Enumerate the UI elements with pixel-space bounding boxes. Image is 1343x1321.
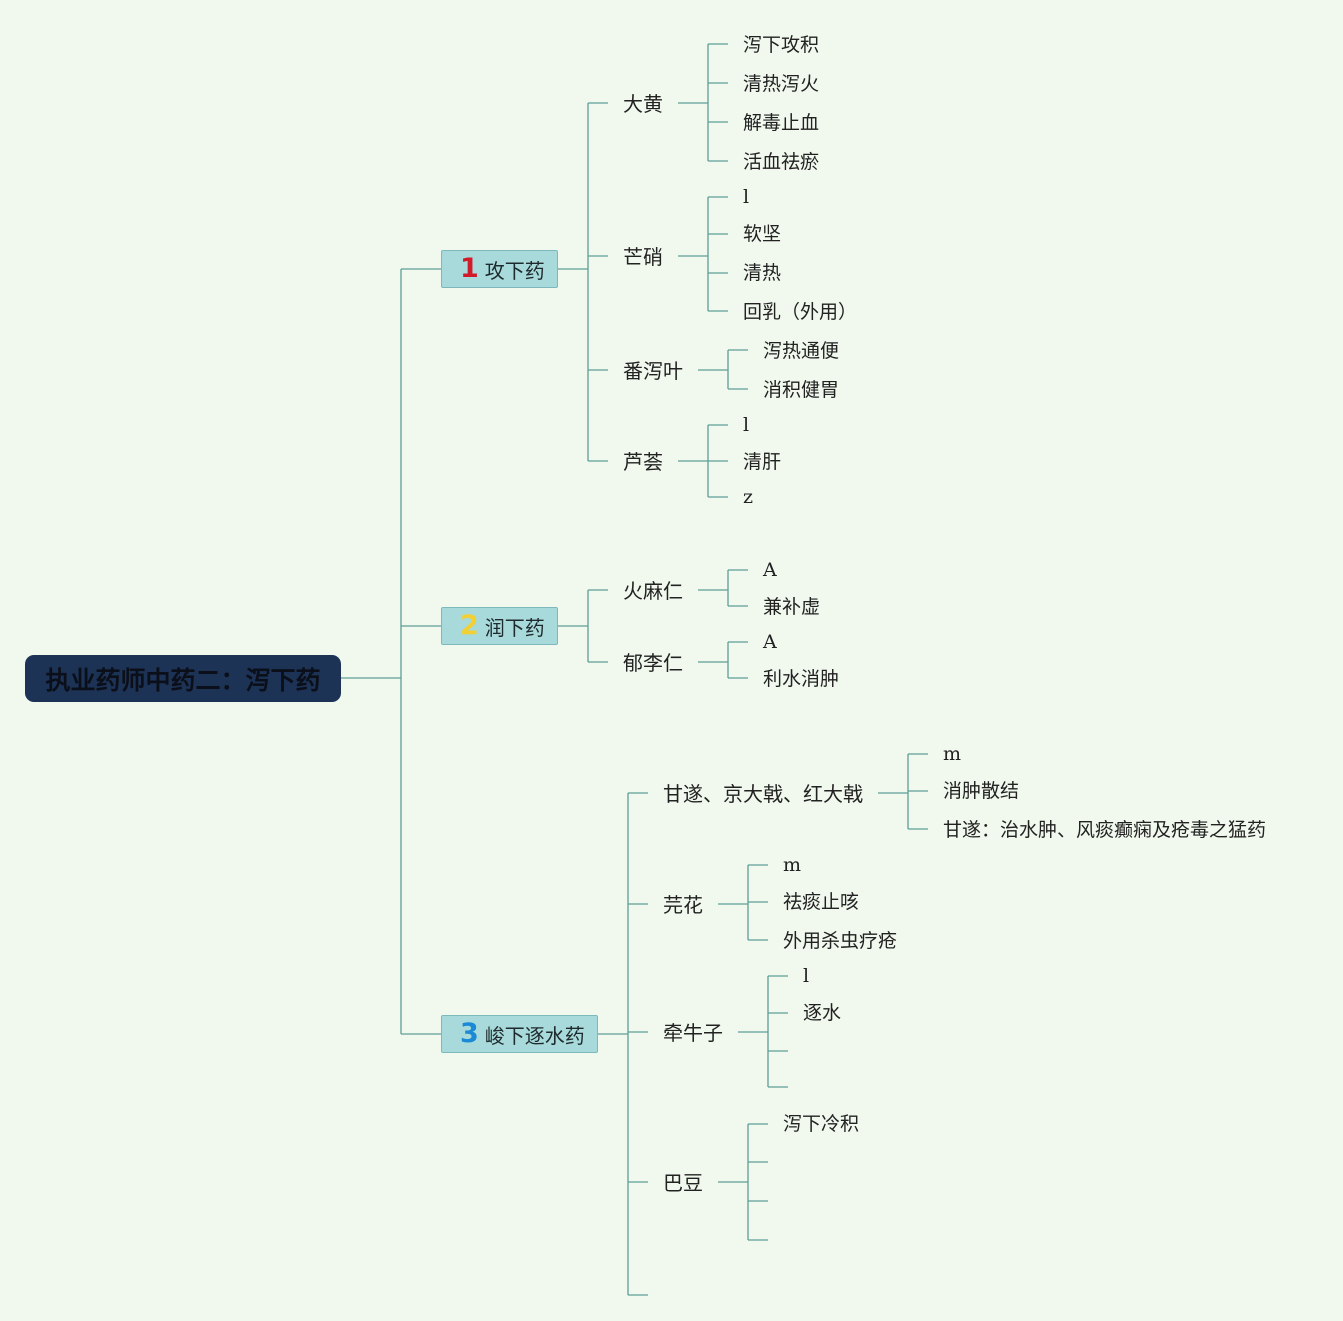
effect-item[interactable]: l (743, 186, 750, 208)
effect-item[interactable]: 回乳（外用） (743, 301, 858, 323)
effect-item[interactable]: 甘遂：治水肿、风痰癫痫及疮毒之猛药 (943, 819, 1267, 841)
effect-item[interactable]: 消肿散结 (943, 780, 1020, 802)
effect-item[interactable]: 清热泻火 (743, 73, 820, 95)
category-junxia-zhushui[interactable]: 3 峻下逐水药 (441, 1015, 598, 1053)
root-title: 执业药师中药二：泻下药 (45, 665, 321, 695)
effect-item[interactable]: A (763, 559, 777, 581)
effect-item[interactable]: 软坚 (743, 223, 782, 245)
effect-item[interactable]: 泻热通便 (763, 340, 840, 362)
category-number: 2 (460, 610, 479, 641)
category-label: 攻下药 (484, 258, 545, 283)
category-number: 1 (460, 253, 479, 284)
effect-item[interactable]: 外用杀虫疗疮 (783, 930, 898, 952)
effect-item[interactable]: 清热 (743, 262, 782, 284)
effect-item[interactable]: 活血祛瘀 (743, 151, 820, 173)
effect-item[interactable]: 泻下冷积 (783, 1113, 860, 1135)
effect-item[interactable]: 祛痰止咳 (783, 891, 860, 913)
herb-badou[interactable]: 巴豆 (663, 1171, 703, 1195)
effect-item[interactable]: 解毒止血 (743, 112, 820, 134)
effect-item[interactable]: l (803, 965, 810, 987)
herb-dahuang[interactable]: 大黄 (623, 92, 663, 116)
effect-item[interactable]: m (783, 854, 802, 876)
herb-luhui[interactable]: 芦荟 (623, 450, 663, 474)
herb-gansui-daji[interactable]: 甘遂、京大戟、红大戟 (663, 782, 863, 806)
effect-item[interactable]: 兼补虚 (763, 596, 821, 618)
category-gongxia[interactable]: 1 攻下药 (441, 250, 558, 288)
herb-mangxiao[interactable]: 芒硝 (623, 245, 663, 269)
effect-item[interactable]: m (943, 743, 962, 765)
effect-item[interactable]: 逐水 (803, 1002, 842, 1024)
herb-huomaren[interactable]: 火麻仁 (623, 579, 683, 603)
category-label: 润下药 (484, 615, 545, 640)
effect-item[interactable]: 消积健胃 (763, 379, 840, 401)
root-topic[interactable]: 执业药师中药二：泻下药 (25, 655, 341, 702)
herb-yuanhua[interactable]: 芫花 (663, 893, 703, 917)
herb-fanxieye[interactable]: 番泻叶 (623, 359, 683, 383)
category-label: 峻下逐水药 (484, 1023, 585, 1048)
effect-item[interactable]: z (743, 486, 754, 508)
effect-item[interactable]: l (743, 414, 750, 436)
effect-item[interactable]: 利水消肿 (763, 668, 840, 690)
herb-qianniuzi[interactable]: 牵牛子 (663, 1021, 723, 1045)
herb-yuliren[interactable]: 郁李仁 (623, 651, 683, 675)
effect-item[interactable]: 泻下攻积 (743, 34, 820, 56)
category-runxia[interactable]: 2 润下药 (441, 607, 558, 645)
effect-item[interactable]: 清肝 (743, 451, 782, 473)
category-number: 3 (460, 1018, 479, 1049)
effect-item[interactable]: A (763, 631, 777, 653)
